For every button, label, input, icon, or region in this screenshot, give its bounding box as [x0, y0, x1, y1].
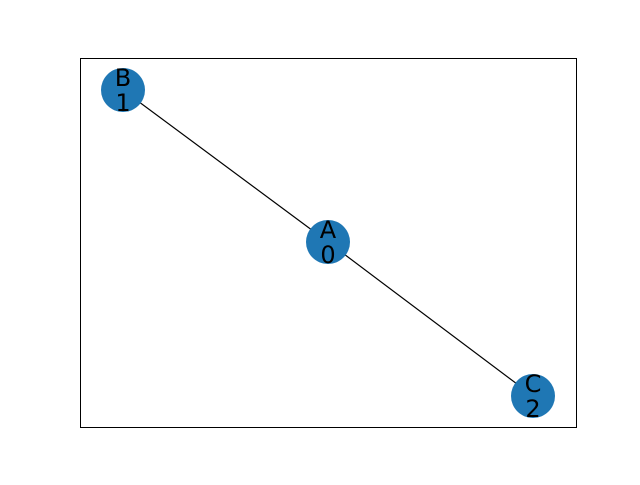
edge-b-a	[122, 89, 329, 243]
node-value-label: 1	[115, 89, 130, 117]
node-circle	[511, 374, 555, 418]
node-value-label: 2	[525, 395, 540, 423]
node-name-label: A	[320, 216, 337, 244]
node-b: B1	[101, 64, 145, 117]
node-a: A0	[306, 216, 350, 269]
node-c: C2	[511, 370, 555, 423]
node-circle	[101, 68, 145, 112]
node-name-label: C	[525, 370, 542, 398]
node-name-label: B	[115, 64, 131, 92]
node-circle	[306, 220, 350, 264]
edges	[122, 89, 534, 397]
edge-a-c	[327, 241, 534, 397]
node-value-label: 0	[320, 241, 335, 269]
